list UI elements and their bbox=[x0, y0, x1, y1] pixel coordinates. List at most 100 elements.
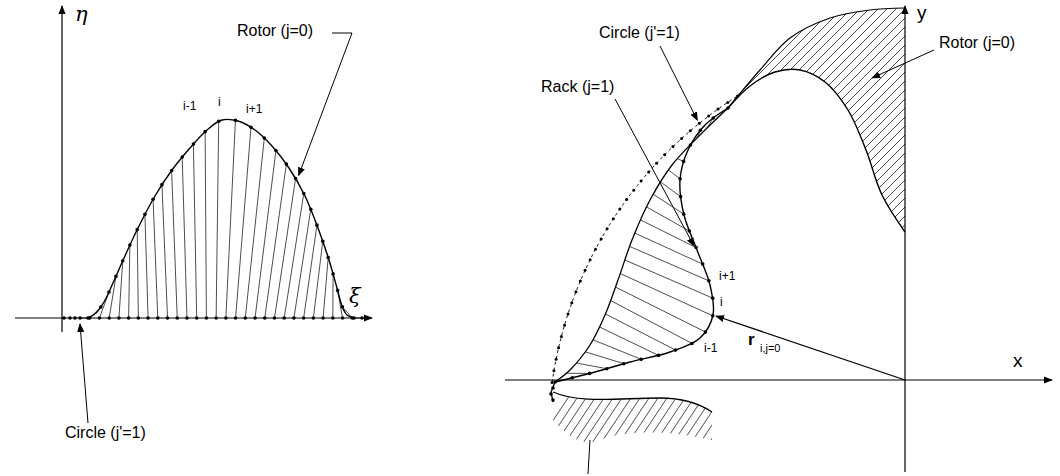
grid-point bbox=[563, 324, 566, 327]
grid-point bbox=[574, 290, 577, 293]
grid-line bbox=[255, 151, 276, 318]
grid-point bbox=[640, 179, 643, 182]
hatch-line bbox=[592, 380, 652, 470]
grid-line bbox=[265, 164, 287, 318]
hatch-line bbox=[772, 380, 832, 470]
hatch-line bbox=[718, 380, 778, 470]
leader-line bbox=[588, 440, 590, 474]
grid-point bbox=[711, 296, 715, 300]
grid-point bbox=[701, 262, 705, 266]
grid-point bbox=[690, 342, 694, 346]
grid-point bbox=[263, 316, 267, 320]
leader-line bbox=[299, 33, 352, 176]
hatch-line bbox=[407, 0, 707, 300]
grid-point bbox=[234, 316, 238, 320]
hatch-line bbox=[736, 380, 796, 470]
grid-point bbox=[341, 305, 345, 309]
grid-point bbox=[549, 392, 553, 396]
grid-line bbox=[145, 214, 148, 318]
grid-point bbox=[331, 272, 335, 276]
grid-line bbox=[153, 199, 158, 318]
grid-line bbox=[245, 138, 264, 318]
rotor-curve bbox=[88, 119, 354, 318]
hatch-line bbox=[1010, 0, 1060, 300]
pitch-circle bbox=[552, 96, 737, 382]
grid-point bbox=[689, 129, 692, 132]
grid-point bbox=[698, 122, 701, 125]
grid-point bbox=[234, 119, 238, 123]
circle-points bbox=[551, 94, 739, 383]
grid-line bbox=[294, 209, 311, 318]
hatch-line bbox=[902, 0, 1060, 300]
hatch-line bbox=[812, 0, 1060, 300]
hatch-line bbox=[709, 380, 769, 470]
part-label: Circle (j'=1) bbox=[598, 24, 681, 42]
grid-point bbox=[253, 316, 257, 320]
grid-point bbox=[137, 316, 141, 320]
grid-point bbox=[143, 213, 147, 217]
hatch-line bbox=[668, 0, 968, 300]
grid-point bbox=[274, 149, 278, 153]
grid-point bbox=[214, 316, 218, 320]
grid-point bbox=[88, 316, 92, 320]
grid-line bbox=[332, 274, 333, 318]
grid-point bbox=[117, 316, 121, 320]
hatch-line bbox=[585, 352, 624, 364]
grid-point bbox=[588, 372, 592, 376]
grid-point bbox=[203, 130, 207, 134]
hatch-line bbox=[452, 0, 752, 300]
hatch-line bbox=[470, 0, 770, 300]
grid-point bbox=[331, 316, 335, 320]
grid-point bbox=[655, 162, 658, 165]
rack-points bbox=[549, 386, 555, 402]
grid-point bbox=[571, 376, 575, 380]
hatch-line bbox=[569, 0, 869, 300]
grid-point bbox=[62, 316, 66, 320]
grid-point bbox=[551, 381, 554, 384]
hatch-line bbox=[488, 0, 788, 300]
hatch-line bbox=[673, 380, 733, 470]
hatch-line bbox=[398, 0, 698, 300]
grid-point bbox=[360, 316, 364, 320]
hatch-line bbox=[434, 0, 734, 300]
grid-point bbox=[579, 279, 582, 282]
hatch-line bbox=[628, 380, 688, 470]
grid-point bbox=[350, 316, 354, 320]
grid-point bbox=[135, 228, 139, 232]
hatch-line bbox=[763, 380, 823, 470]
grid-point bbox=[694, 246, 698, 250]
hatch-line bbox=[929, 0, 1060, 300]
y-axis bbox=[904, 6, 905, 472]
hatch-line bbox=[272, 0, 572, 300]
hatch-line bbox=[615, 287, 705, 332]
hatch-line bbox=[443, 0, 743, 300]
hatch-line bbox=[857, 0, 1060, 300]
hatch-line bbox=[425, 0, 725, 300]
leader-line bbox=[80, 324, 88, 423]
hatch-line bbox=[245, 0, 545, 300]
grid-point bbox=[180, 155, 184, 159]
grid-point bbox=[217, 119, 221, 123]
hatch-line bbox=[600, 327, 659, 355]
hatch-line bbox=[209, 0, 509, 300]
rotor-profile bbox=[728, 69, 905, 232]
rotor-profile bbox=[553, 392, 712, 412]
circle-points bbox=[62, 316, 369, 320]
grid-point bbox=[224, 316, 228, 320]
grid-line bbox=[323, 257, 328, 318]
grid-point bbox=[726, 101, 729, 104]
hatch-line bbox=[551, 0, 851, 300]
left-panel bbox=[15, 6, 372, 423]
grid-line bbox=[129, 245, 130, 318]
rotor-hatching bbox=[520, 380, 841, 470]
grid-point bbox=[612, 217, 615, 220]
hatch-line bbox=[938, 0, 1060, 300]
hatch-line bbox=[668, 170, 680, 179]
grid-lines bbox=[80, 120, 362, 318]
grid-point bbox=[647, 171, 650, 174]
grid-point bbox=[551, 386, 555, 390]
grid-point bbox=[195, 316, 199, 320]
grid-line bbox=[172, 171, 178, 318]
grid-line bbox=[284, 194, 304, 318]
hatch-line bbox=[745, 380, 805, 470]
